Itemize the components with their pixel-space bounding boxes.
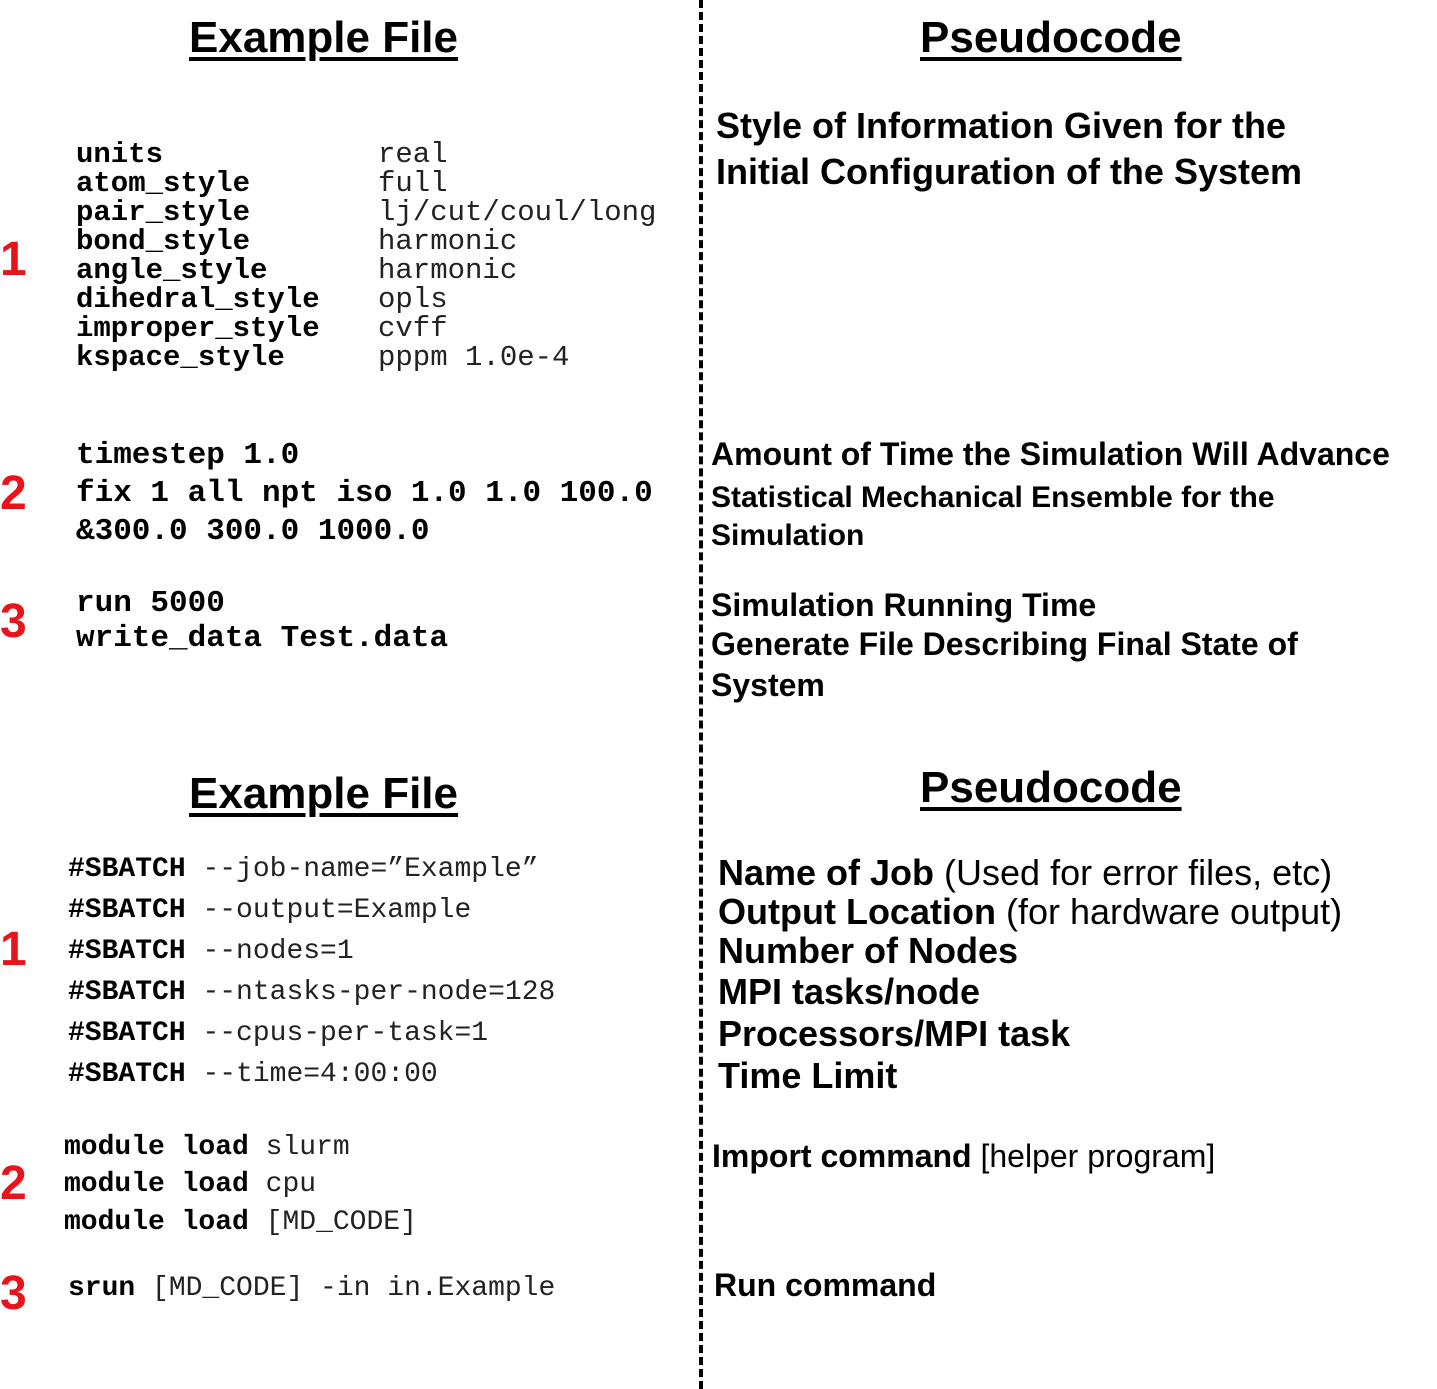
bottom-pseudocode-title: Pseudocode: [920, 763, 1182, 812]
top-section-3-code-line-1: run 5000: [76, 586, 225, 621]
sbatch-row: #SBATCH --output=Example: [68, 895, 472, 926]
top-section-3-number: 3: [0, 595, 27, 648]
top-section-2-pseudo-line-1: Amount of Time the Simulation Will Advan…: [711, 436, 1390, 472]
module-load-row: module load [MD_CODE]: [64, 1207, 417, 1238]
sbatch-pseudo-row: Processors/MPI task: [718, 1013, 1071, 1054]
bottom-section-1-number: 1: [0, 923, 27, 976]
top-section-2-code-line-2: fix 1 all npt iso 1.0 1.0 100.0: [76, 476, 653, 511]
top-section-2-code-line-3: &300.0 300.0 1000.0: [76, 514, 430, 549]
top-section-2-code-line-1: timestep 1.0: [76, 438, 300, 473]
module-load-row: module load slurm: [64, 1132, 350, 1163]
top-pseudocode-title: Pseudocode: [920, 13, 1182, 62]
top-example-file-title: Example File: [189, 13, 459, 62]
column-divider: [699, 0, 703, 1389]
top-section-1-number: 1: [0, 233, 27, 286]
sbatch-row: #SBATCH --ntasks-per-node=128: [68, 977, 556, 1008]
sbatch-pseudo-row: Output Location (for hardware output): [718, 891, 1343, 932]
top-section-2-pseudo-line-3: Simulation: [711, 519, 865, 552]
top-section-3-pseudo-line-3: System: [711, 667, 825, 703]
module-load-row: module load cpu: [64, 1169, 317, 1200]
sbatch-row: #SBATCH --nodes=1: [68, 936, 354, 967]
bottom-example-file-title: Example File: [189, 769, 459, 818]
sbatch-row: #SBATCH --job-name=”Example”: [68, 854, 539, 885]
srun-row: srun [MD_CODE] -in in.Example: [68, 1273, 556, 1304]
top-section-1-pseudo-line-1: Style of Information Given for the: [716, 105, 1287, 146]
sbatch-pseudo-row: MPI tasks/node: [718, 971, 981, 1012]
bottom-section-2-number: 2: [0, 1157, 27, 1210]
top-section-1-pseudo-line-2: Initial Configuration of the System: [716, 151, 1303, 192]
top-section-3-code-line-2: write_data Test.data: [76, 621, 449, 656]
top-section-2-pseudo-line-2: Statistical Mechanical Ensemble for the: [711, 481, 1275, 514]
sbatch-pseudo-row: Time Limit: [718, 1055, 898, 1096]
top-section-2-number: 2: [0, 467, 27, 520]
sbatch-pseudo-row: Number of Nodes: [718, 930, 1019, 971]
sbatch-row: #SBATCH --cpus-per-task=1: [68, 1018, 489, 1049]
sbatch-row: #SBATCH --time=4:00:00: [68, 1059, 438, 1090]
bottom-section-2-pseudo: Import command [helper program]: [712, 1138, 1216, 1174]
bottom-section-3-number: 3: [0, 1267, 27, 1320]
bottom-section-3-pseudo: Run command: [714, 1267, 937, 1303]
top-section-3-pseudo-line-2: Generate File Describing Final State of: [711, 626, 1298, 662]
top-section-3-pseudo-line-1: Simulation Running Time: [711, 587, 1097, 623]
sbatch-pseudo-row: Name of Job (Used for error files, etc): [718, 852, 1333, 893]
